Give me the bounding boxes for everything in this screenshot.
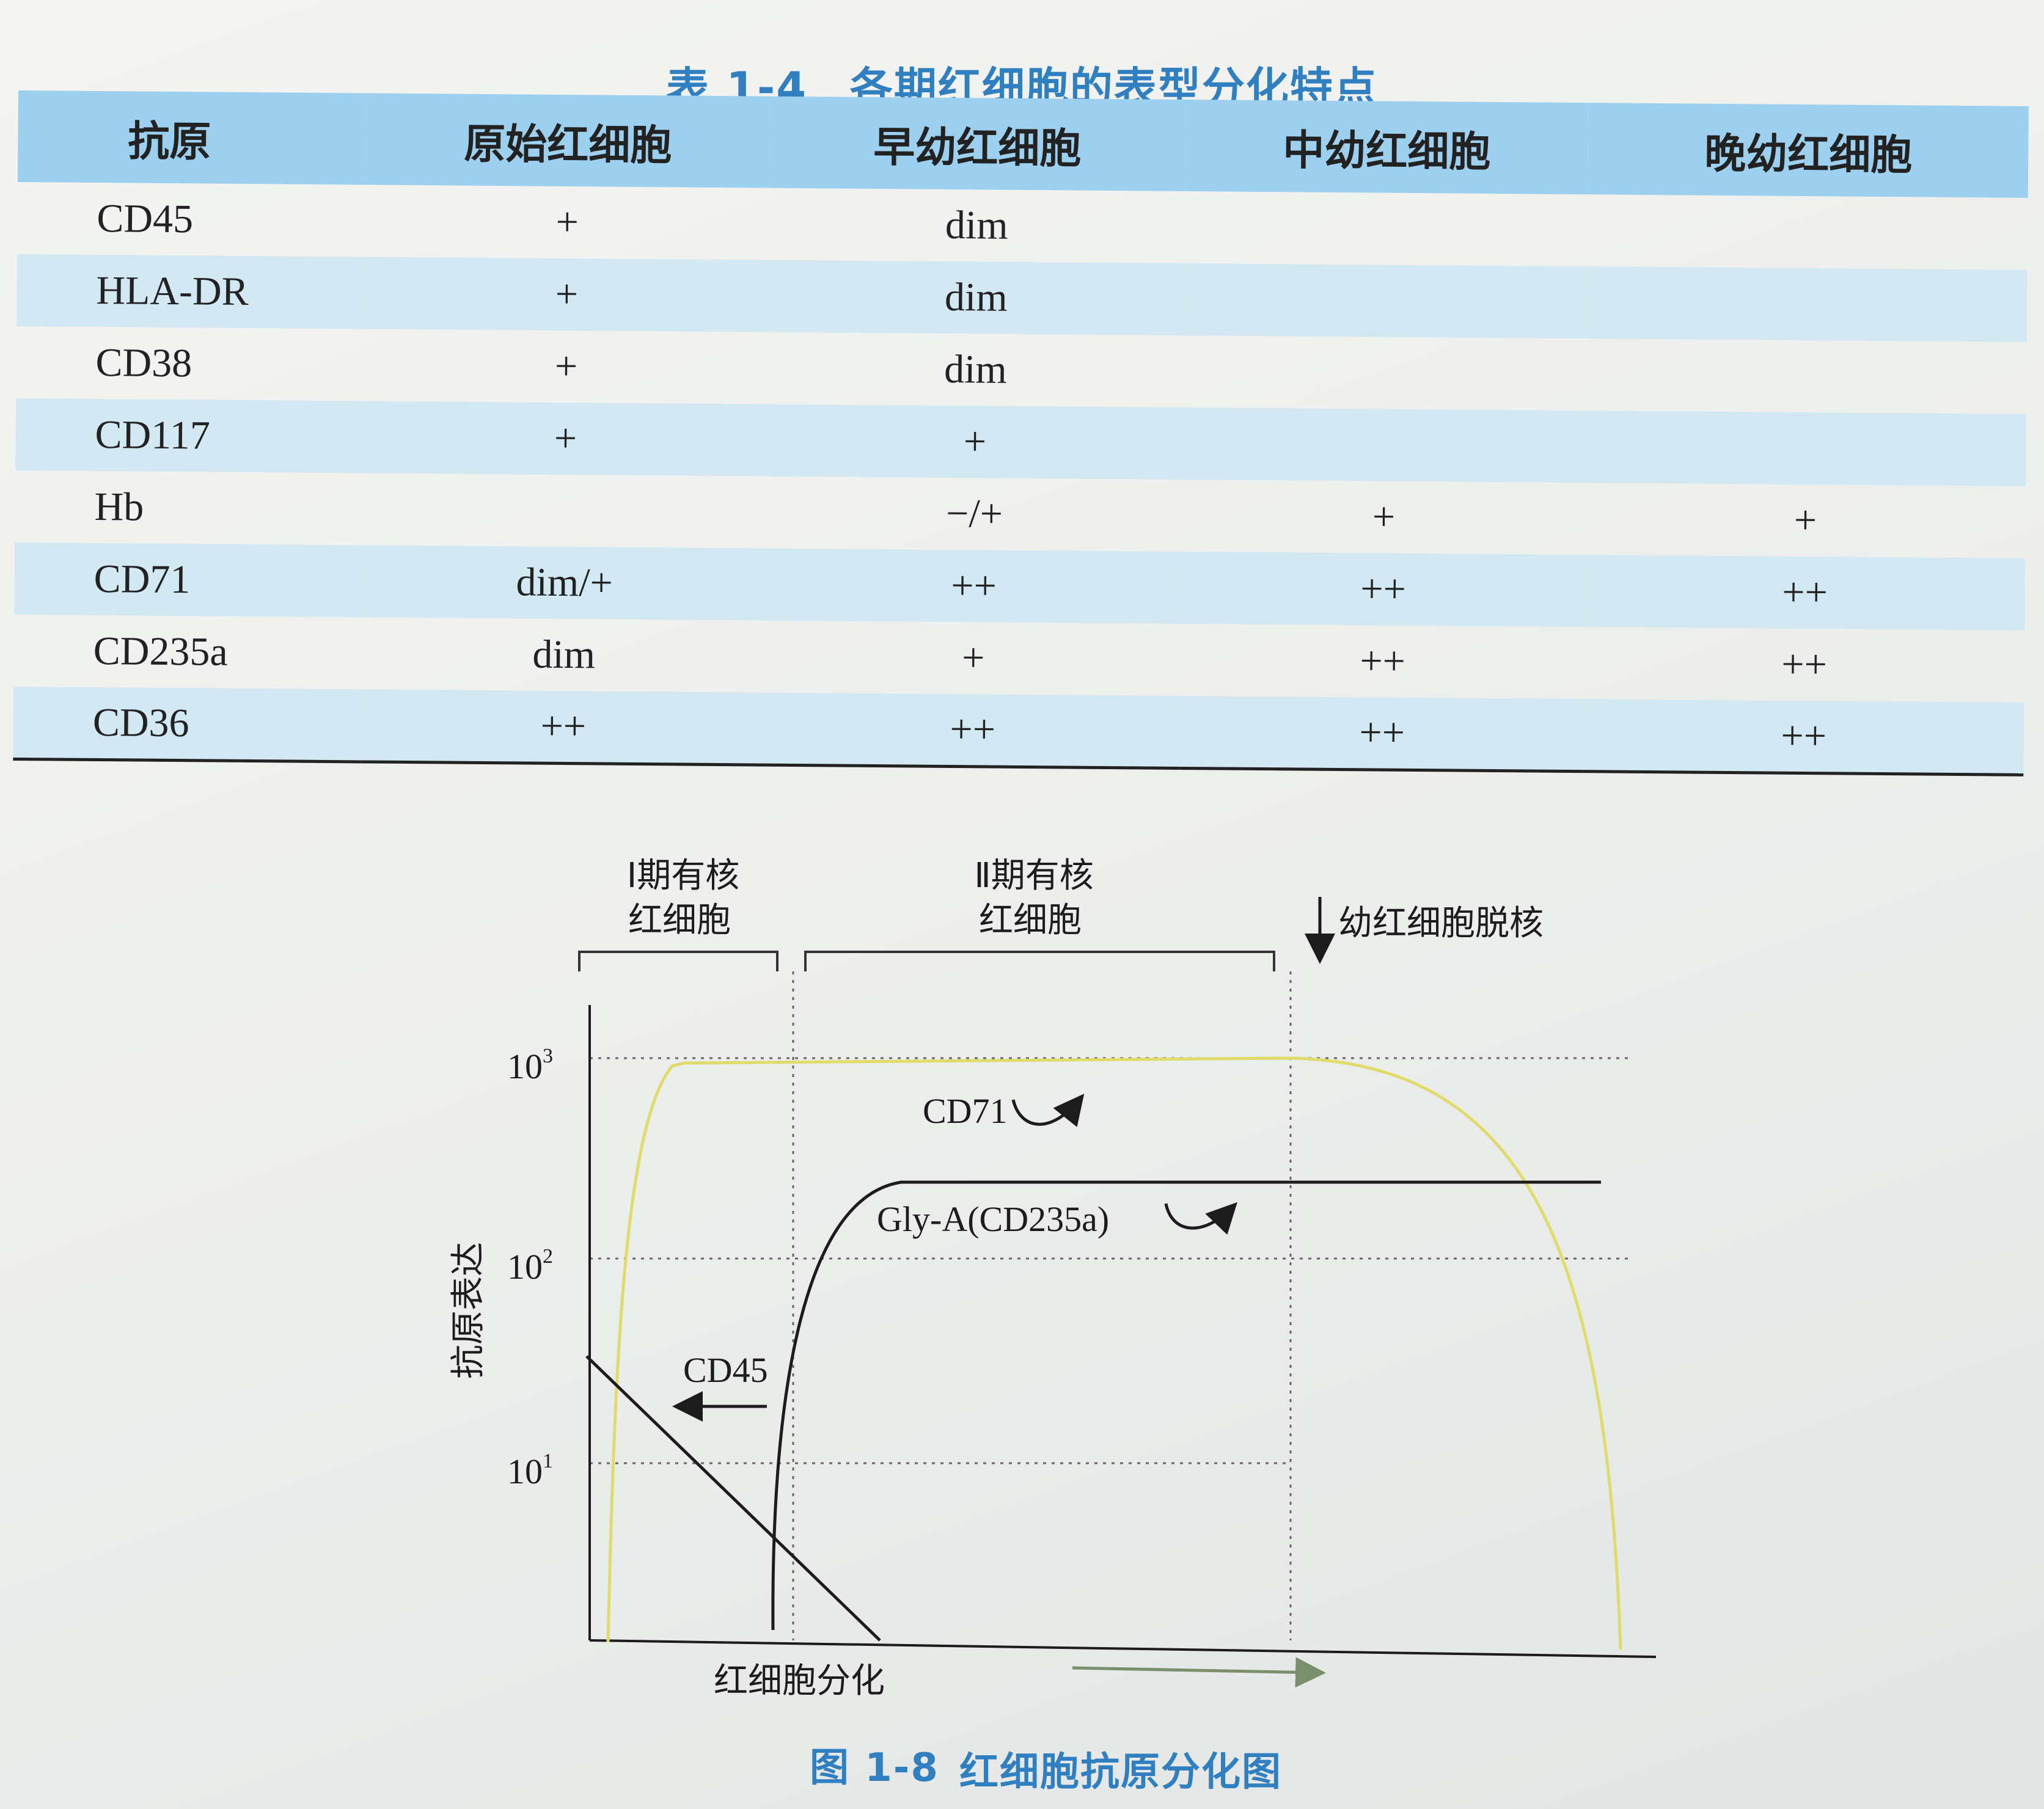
table-caption-number: 表 1-4 (666, 63, 807, 113)
cd71-label: CD71 (923, 1091, 1008, 1131)
differentiation-direction-arrow (1072, 1657, 1326, 1688)
table-caption: 表 1-4 各期红细胞的表型分化特点 (0, 54, 2044, 115)
stage2-label-line2: 红细胞 (979, 901, 1082, 940)
cd45-label: CD45 (683, 1350, 768, 1390)
y-tick-10: 101 (507, 1450, 553, 1491)
stage2-label-line1: Ⅱ期有核 (974, 856, 1094, 896)
cd45-curve (585, 1355, 881, 1642)
y-tick-100: 102 (507, 1245, 553, 1287)
stage2-bracket (804, 951, 1275, 971)
cd71-trend-arrow (1011, 1094, 1085, 1127)
glya-trend-arrow (1164, 1202, 1237, 1235)
stage1-bracket (578, 951, 778, 971)
cd71-curve (606, 1056, 1622, 1650)
y-tick-1000: 103 (507, 1045, 553, 1086)
x-axis (589, 1639, 1657, 1658)
glya-curve (771, 1180, 1601, 1631)
y-axis-label: 抗原表达 (449, 1242, 488, 1379)
stage1-label-line2: 红细胞 (628, 901, 731, 940)
stage1-label-line1: Ⅰ期有核 (627, 856, 740, 896)
table-caption-title: 各期红细胞的表型分化特点 (849, 63, 1378, 113)
figure-caption-title: 红细胞抗原分化图 (959, 1750, 1282, 1795)
figure-caption-number: 图 1-8 (810, 1745, 939, 1791)
glya-label: Gly-A(CD235a) (877, 1199, 1109, 1239)
x-axis-label: 红细胞分化 (714, 1661, 885, 1701)
enucleation-label: 幼红细胞脱核 (1338, 904, 1544, 943)
